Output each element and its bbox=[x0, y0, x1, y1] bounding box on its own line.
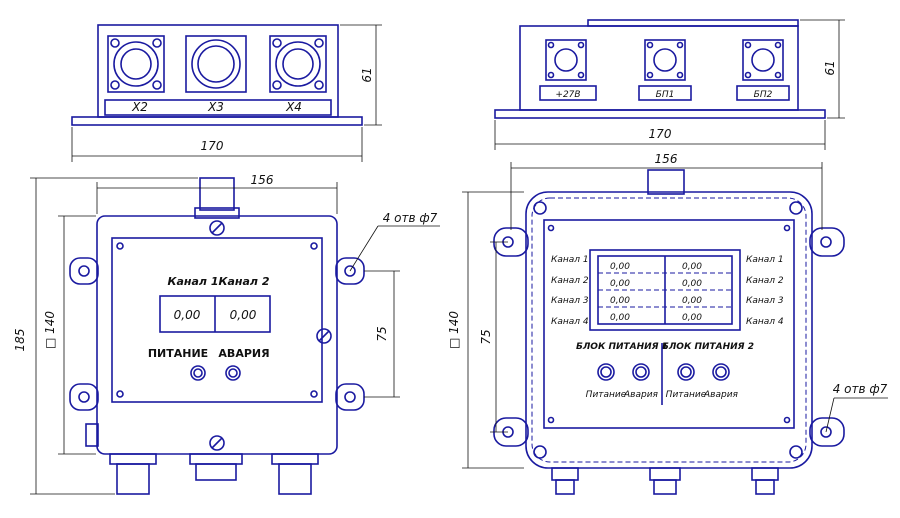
connector-plus27v bbox=[539, 39, 597, 101]
label-bp2: БП2 bbox=[754, 90, 773, 100]
top-right-lid bbox=[587, 19, 799, 27]
top-left-label-strip bbox=[104, 99, 332, 116]
right-value-1a: 0,00 bbox=[610, 262, 630, 272]
right-front-view: 0,00 0,00 0,00 0,00 0,00 0,00 0,00 0,00 … bbox=[447, 152, 888, 495]
top-right-flange bbox=[494, 109, 826, 119]
dim-top-right-width: 170 bbox=[649, 127, 672, 141]
left-channel2-label: Канал 2 bbox=[219, 275, 270, 288]
right-value-3a: 0,00 bbox=[610, 296, 630, 306]
top-left-flange bbox=[71, 116, 363, 126]
right-ind-label-4: Авария bbox=[703, 390, 739, 400]
right-ind-label-3: Питание bbox=[666, 390, 707, 400]
right-value-4a: 0,00 bbox=[610, 313, 630, 323]
dim-top-right-height: 61 bbox=[823, 60, 837, 75]
right-top-gland bbox=[647, 169, 685, 195]
left-alarm-label: АВАРИЯ bbox=[218, 347, 269, 360]
dim-left-square: □ 140 bbox=[43, 311, 57, 349]
connector-x2 bbox=[107, 35, 165, 93]
right-psu2-label: БЛОК ПИТАНИЯ 2 bbox=[662, 342, 754, 352]
right-ind-label-2: Авария bbox=[623, 390, 659, 400]
dim-left-75: 75 bbox=[375, 326, 389, 341]
left-channel1-label: Канал 1 bbox=[168, 275, 219, 288]
right-psu1-label: БЛОК ПИТАНИЯ 1 bbox=[576, 342, 668, 352]
left-panel bbox=[111, 237, 323, 403]
dim-right-width: 156 bbox=[655, 152, 678, 166]
label-bp1: БП1 bbox=[656, 90, 675, 100]
label-x3: X3 bbox=[207, 100, 224, 114]
left-value2: 0,00 bbox=[230, 308, 257, 322]
right-value-2a: 0,00 bbox=[610, 279, 630, 289]
right-left-channel-1: Канал 1 bbox=[551, 255, 589, 265]
right-psu2-alarm-indicator bbox=[712, 363, 730, 381]
right-right-channel-2: Канал 2 bbox=[746, 276, 784, 286]
label-x2: X2 bbox=[131, 100, 148, 114]
left-holes-note: 4 отв ф7 bbox=[383, 211, 438, 225]
right-left-channel-4: Канал 4 bbox=[551, 317, 589, 327]
dim-top-left-height: 61 bbox=[360, 67, 374, 82]
right-psu1-power-indicator bbox=[597, 363, 615, 381]
right-psu2-power-indicator bbox=[677, 363, 695, 381]
right-psu1-alarm-indicator bbox=[632, 363, 650, 381]
right-right-channel-3: Канал 3 bbox=[746, 296, 784, 306]
left-power-label: ПИТАНИЕ bbox=[148, 347, 208, 360]
connector-x3 bbox=[185, 35, 247, 93]
dim-left-height: 185 bbox=[13, 329, 27, 352]
right-right-channel-1: Канал 1 bbox=[746, 255, 784, 265]
left-alarm-indicator bbox=[225, 365, 241, 381]
left-top-gland bbox=[199, 177, 235, 211]
left-body bbox=[96, 215, 338, 455]
right-holes-note: 4 отв ф7 bbox=[833, 382, 888, 396]
dim-top-left-width: 170 bbox=[201, 139, 224, 153]
right-ind-label-1: Питание bbox=[586, 390, 627, 400]
dim-left-width: 156 bbox=[251, 173, 274, 187]
dim-right-75: 75 bbox=[479, 329, 493, 344]
right-display bbox=[589, 249, 741, 331]
right-value-1b: 0,00 bbox=[682, 262, 702, 272]
right-value-3b: 0,00 bbox=[682, 296, 702, 306]
left-front-view: Канал 1 Канал 2 0,00 0,00 ПИТАНИЕ АВАРИЯ… bbox=[13, 173, 440, 495]
right-value-4b: 0,00 bbox=[682, 313, 702, 323]
dim-right-square: □ 140 bbox=[447, 311, 461, 349]
left-value1: 0,00 bbox=[174, 308, 201, 322]
right-value-2b: 0,00 bbox=[682, 279, 702, 289]
right-panel bbox=[543, 219, 795, 429]
connector-x4 bbox=[269, 35, 327, 93]
label-x4: X4 bbox=[285, 100, 302, 114]
right-left-channel-2: Канал 2 bbox=[551, 276, 589, 286]
left-power-indicator bbox=[190, 365, 206, 381]
right-right-channel-4: Канал 4 bbox=[746, 317, 784, 327]
top-right-view: +27В БП1 БП2 170 61 bbox=[494, 19, 845, 150]
right-left-channel-3: Канал 3 bbox=[551, 296, 589, 306]
label-plus27v: +27В bbox=[555, 90, 580, 100]
connector-bp2 bbox=[736, 39, 790, 101]
connector-bp1 bbox=[638, 39, 692, 101]
top-left-view: X2 X3 X4 170 61 bbox=[71, 24, 382, 162]
